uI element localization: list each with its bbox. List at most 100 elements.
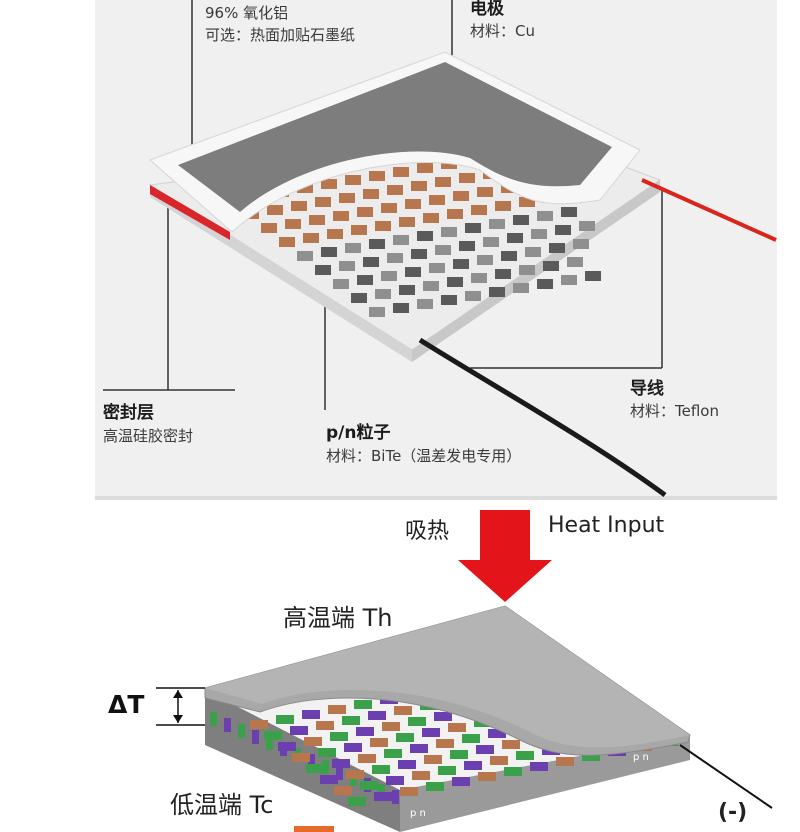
particle-block <box>321 179 337 189</box>
particle-block <box>489 219 505 229</box>
particle-block <box>519 265 535 275</box>
particle-block <box>375 221 391 231</box>
bottom-particle-block <box>304 737 322 746</box>
bottom-particle-block <box>408 717 426 726</box>
particle-block <box>315 197 331 207</box>
particle-block <box>459 241 475 251</box>
particle-block <box>585 271 601 281</box>
particle-block <box>453 191 469 201</box>
side-leg <box>336 766 343 780</box>
bottom-particle-block <box>412 771 430 780</box>
bottom-particle-block <box>320 775 338 784</box>
bottom-particle-block <box>302 710 320 719</box>
particle-block <box>543 261 559 271</box>
particle-block <box>429 195 445 205</box>
particle-block <box>333 279 349 289</box>
heat-input-arrow <box>458 510 552 602</box>
particle-title: p/n粒子 <box>326 423 391 443</box>
particle-material: 材料：BiTe（温差发电专用） <box>326 447 522 465</box>
particle-block <box>399 285 415 295</box>
pn-mark-right: p n <box>633 752 649 763</box>
particle-block <box>369 171 385 181</box>
particle-block <box>369 239 385 249</box>
particle-block <box>441 295 457 305</box>
bottom-particle-block <box>490 756 508 765</box>
particle-block <box>423 213 439 223</box>
particle-block <box>483 237 499 247</box>
particle-block <box>447 277 463 287</box>
particle-block <box>405 267 421 277</box>
particle-block <box>429 263 445 273</box>
bottom-particle-block <box>516 751 534 760</box>
bottom-particle-block <box>386 776 404 785</box>
bottom-particle-block <box>358 754 376 763</box>
side-leg <box>378 784 385 798</box>
bottom-particle-block <box>530 762 548 771</box>
particle-block <box>417 299 433 309</box>
particle-block <box>327 229 343 239</box>
bottom-plate-edge-right <box>412 180 660 362</box>
bottom-particle-block <box>290 726 308 735</box>
seal-title: 密封层 <box>103 403 154 423</box>
bottom-particle-block <box>328 705 346 714</box>
delta-t-label: ΔT <box>108 690 145 719</box>
particle-block <box>387 253 403 263</box>
particle-block <box>567 257 583 267</box>
side-leg <box>238 724 245 738</box>
particle-block <box>315 265 331 275</box>
particle-block <box>267 205 283 215</box>
particle-block <box>465 291 481 301</box>
particle-block <box>363 189 379 199</box>
particle-block <box>561 275 577 285</box>
particle-block <box>471 273 487 283</box>
pn-mark-front: p n <box>410 808 426 819</box>
particle-block <box>471 205 487 215</box>
particle-block <box>477 255 493 265</box>
particle-block <box>549 243 565 253</box>
bottom-particle-block <box>306 764 324 773</box>
particle-block <box>345 175 361 185</box>
bottom-particle-block <box>410 744 428 753</box>
particle-block <box>579 221 595 231</box>
bottom-particle-block <box>476 745 494 754</box>
bottom-particle-block <box>250 720 268 729</box>
bottom-particle-block <box>346 770 364 779</box>
bottom-particle-block <box>438 766 456 775</box>
bottom-particle-block <box>488 729 506 738</box>
heat-input-cn: 吸热 <box>405 519 450 544</box>
bottom-particle-block <box>396 733 414 742</box>
side-leg <box>210 712 217 726</box>
bottom-particle-block <box>278 742 296 751</box>
bottom-particle-block <box>334 786 352 795</box>
bottom-particle-block <box>464 761 482 770</box>
particle-block <box>435 177 451 187</box>
bottom-particle-block <box>372 765 390 774</box>
particle-block <box>309 215 325 225</box>
particle-block <box>525 247 541 257</box>
particle-block <box>411 181 427 191</box>
side-leg <box>392 790 399 804</box>
electrode-title: 电极 <box>470 0 504 19</box>
bottom-particle-block <box>318 748 336 757</box>
particle-block <box>561 207 577 217</box>
negative-lead-wire <box>679 744 773 809</box>
seal-description: 高温硅胶密封 <box>103 427 194 445</box>
delta-t-arrow-down-icon <box>173 715 183 723</box>
ceramic-label-line2: 可选：热面加贴石墨纸 <box>205 26 356 44</box>
bottom-particle-block <box>370 738 388 747</box>
bottom-particle-block <box>436 739 454 748</box>
side-leg <box>322 760 329 774</box>
particle-block <box>513 283 529 293</box>
particle-block <box>459 173 475 183</box>
particle-block <box>555 225 571 235</box>
particle-block <box>489 287 505 297</box>
particle-block <box>351 293 367 303</box>
delta-t-arrow-up-icon <box>173 690 183 698</box>
side-leg <box>266 736 273 750</box>
lower-plate-right-face <box>400 735 690 832</box>
bottom-particle-block <box>292 753 310 762</box>
bottom-particle-block <box>434 712 452 721</box>
particle-block <box>381 203 397 213</box>
particle-block <box>393 303 409 313</box>
bottom-particle-block <box>332 759 350 768</box>
